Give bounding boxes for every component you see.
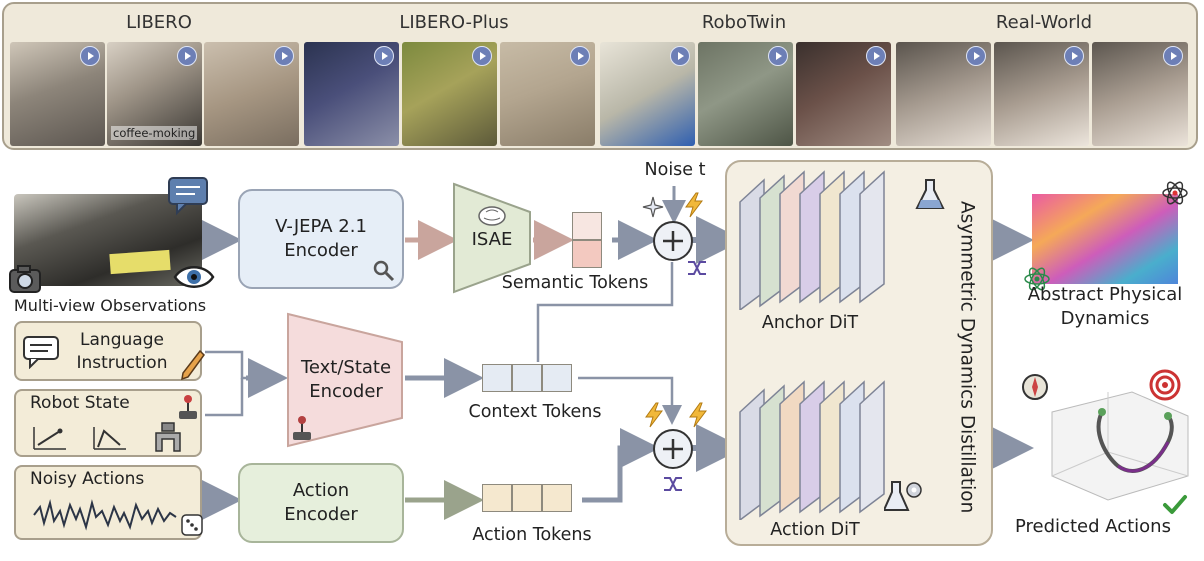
isae-label: ISAE <box>471 229 513 250</box>
action-token <box>512 484 542 512</box>
play-icon[interactable] <box>966 46 986 66</box>
video-thumbnail[interactable] <box>796 42 891 146</box>
joint-angle-icon <box>93 427 126 450</box>
anchor-dit-label: Anchor DiT <box>761 313 859 333</box>
lightning-icon <box>689 402 707 428</box>
action-dit-label: Action DiT <box>770 520 860 540</box>
thumbnail-caption: coffee-moking <box>111 126 198 140</box>
language-instruction-label: Language Instruction <box>76 330 168 373</box>
atom-icon <box>1024 267 1050 291</box>
semantic-token <box>572 212 602 240</box>
robot-state-label: Robot State <box>30 393 130 413</box>
eye-icon <box>173 266 215 288</box>
video-thumbnail[interactable]: coffee-moking <box>107 42 202 146</box>
action-token <box>542 484 572 512</box>
action-token <box>482 484 512 512</box>
play-icon[interactable] <box>177 46 197 66</box>
plus-merge-icon <box>653 221 693 261</box>
context-tokens-label: Context Tokens <box>468 402 602 422</box>
benchmark-strip: LIBERO LIBERO-Plus RoboTwin Real-World c… <box>2 2 1198 150</box>
distillation-label-wrap: Asymmetric Dynamics Distillation <box>952 185 982 530</box>
action-tokens-label: Action Tokens <box>472 525 592 545</box>
brain-icon <box>478 206 506 226</box>
action-encoder-label: Action Encoder <box>284 480 358 525</box>
speech-bubble-icon <box>23 336 59 369</box>
play-icon[interactable] <box>570 46 590 66</box>
distillation-label: Asymmetric Dynamics Distillation <box>956 201 978 514</box>
video-thumbnail[interactable] <box>994 42 1089 146</box>
text-state-encoder-block <box>287 312 403 448</box>
text-state-encoder-label: Text/State Encoder <box>300 357 392 402</box>
play-icon[interactable] <box>670 46 690 66</box>
noisy-actions-label: Noisy Actions <box>30 469 145 489</box>
play-icon[interactable] <box>80 46 100 66</box>
benchmark-title-robotwin: RoboTwin <box>701 12 787 33</box>
isae-block <box>453 182 531 294</box>
yellow-object <box>109 249 171 275</box>
vjepa-encoder-box: V-JEPA 2.1 Encoder <box>238 189 404 289</box>
flask-icon <box>915 179 945 209</box>
joystick-icon <box>293 416 311 440</box>
action-encoder-box: Action Encoder <box>238 463 404 543</box>
noisy-actions-box: Noisy Actions <box>14 465 203 540</box>
lightning-icon <box>685 192 703 218</box>
action-dit-layers <box>739 380 885 520</box>
robot-state-box: Robot State <box>14 389 202 457</box>
trajectory-plot <box>1051 391 1189 501</box>
chat-bubble-icon <box>168 177 208 216</box>
dynamics-heatmap <box>1032 194 1178 284</box>
shuffle-icon <box>664 477 682 491</box>
video-thumbnail[interactable] <box>204 42 299 146</box>
play-icon[interactable] <box>768 46 788 66</box>
video-thumbnail[interactable] <box>896 42 991 146</box>
pose-axis-icon <box>33 427 66 450</box>
lightning-icon <box>645 402 663 428</box>
observation-image <box>14 194 202 286</box>
video-thumbnail[interactable] <box>10 42 105 146</box>
sparkle-icon <box>642 196 664 218</box>
play-icon[interactable] <box>274 46 294 66</box>
video-thumbnail[interactable] <box>500 42 595 146</box>
compass-icon <box>1022 374 1048 400</box>
pencil-icon <box>181 349 205 381</box>
play-icon[interactable] <box>472 46 492 66</box>
checkmark-icon <box>1163 495 1187 514</box>
anchor-dit-layers <box>739 170 885 310</box>
video-thumbnail[interactable] <box>402 42 497 146</box>
plus-merge-icon <box>653 429 693 469</box>
play-icon[interactable] <box>866 46 886 66</box>
atom-icon <box>1162 181 1188 205</box>
dice-icon <box>181 514 203 536</box>
video-thumbnail[interactable] <box>1092 42 1188 146</box>
context-token <box>512 364 542 392</box>
vjepa-encoder-label: V-JEPA 2.1 Encoder <box>275 216 367 261</box>
abstract-dynamics-label: Abstract Physical Dynamics <box>1027 284 1183 329</box>
play-icon[interactable] <box>1163 46 1183 66</box>
benchmark-title-libero: LIBERO <box>126 12 192 33</box>
language-instruction-box: Language Instruction <box>14 321 205 381</box>
play-icon[interactable] <box>374 46 394 66</box>
noise-wave-icon <box>33 499 177 531</box>
observations-label: Multi-view Observations <box>13 296 207 315</box>
context-token <box>542 364 572 392</box>
benchmark-title-real-world: Real-World <box>995 12 1093 33</box>
noise-label: Noise t <box>644 160 706 180</box>
semantic-tokens-label: Semantic Tokens <box>501 273 649 293</box>
play-icon[interactable] <box>1064 46 1084 66</box>
target-icon <box>1149 369 1181 401</box>
gripper-icon <box>155 422 181 452</box>
shuffle-icon <box>688 261 706 275</box>
joystick-icon <box>179 395 197 419</box>
video-thumbnail[interactable] <box>304 42 399 146</box>
video-thumbnail[interactable] <box>698 42 793 146</box>
camera-icon <box>9 265 41 293</box>
benchmark-title-libero-plus: LIBERO-Plus <box>399 12 509 33</box>
magnifier-icon <box>373 260 395 282</box>
context-token <box>482 364 512 392</box>
video-thumbnail[interactable] <box>600 42 695 146</box>
semantic-token <box>572 240 602 268</box>
flask-gear-icon <box>884 481 922 511</box>
predicted-actions-label: Predicted Actions <box>1015 516 1171 537</box>
